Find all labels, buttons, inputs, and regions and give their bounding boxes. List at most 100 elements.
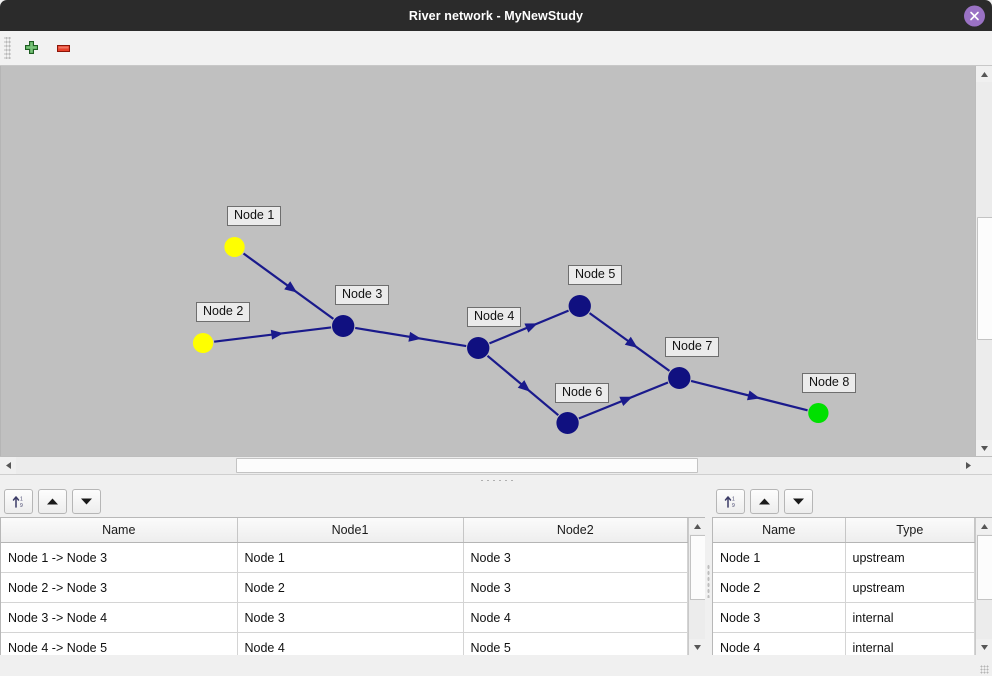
- graph-edge-arrow: [524, 323, 538, 333]
- graph-hscroll-thumb[interactable]: [236, 458, 698, 473]
- graph-node-label[interactable]: Node 7: [665, 337, 720, 358]
- window-title: River network - MyNewStudy: [408, 8, 584, 23]
- graph-node[interactable]: [332, 315, 355, 337]
- move-down-icon[interactable]: [784, 488, 813, 514]
- table-cell[interactable]: Node 3: [237, 602, 464, 633]
- horizontal-splitter[interactable]: [0, 474, 992, 485]
- scroll-down-icon[interactable]: [976, 440, 992, 456]
- river-network-graph[interactable]: Node 1 Node 2 Node 3 Node 4 Node 5 Node 6 Node…: [0, 66, 992, 456]
- table-cell[interactable]: Node 4 -> Node 5: [1, 632, 238, 655]
- column-header[interactable]: Type: [845, 518, 975, 543]
- reaches-vscroll-thumb[interactable]: [690, 535, 705, 600]
- vertical-splitter[interactable]: [705, 485, 712, 676]
- table-cell[interactable]: Node 5: [463, 632, 688, 655]
- graph-node[interactable]: [808, 403, 829, 423]
- table-cell[interactable]: Node 3: [713, 602, 846, 633]
- scroll-right-icon[interactable]: [960, 457, 976, 474]
- graph-node-label[interactable]: Node 5: [568, 265, 623, 286]
- table-cell[interactable]: internal: [845, 602, 975, 633]
- remove-node-icon[interactable]: [47, 33, 79, 63]
- column-header[interactable]: Node1: [237, 518, 464, 543]
- table-cell[interactable]: upstream: [845, 572, 975, 603]
- graph-node[interactable]: [467, 337, 490, 359]
- graph-edge-arrow: [619, 396, 633, 406]
- column-header[interactable]: Name: [1, 518, 238, 543]
- move-up-icon[interactable]: [38, 488, 67, 514]
- table-cell[interactable]: Node 2: [237, 572, 464, 603]
- graph-node-label[interactable]: Node 2: [196, 302, 251, 323]
- toolbar-drag-handle[interactable]: [4, 37, 11, 59]
- graph-node[interactable]: [568, 295, 591, 317]
- graph-hscroll-track[interactable]: [16, 457, 960, 474]
- nodes-vertical-scrollbar[interactable]: [975, 518, 992, 655]
- table-cell[interactable]: Node 4: [463, 602, 688, 633]
- splitter-grip: [479, 478, 513, 482]
- graph-node[interactable]: [556, 412, 579, 434]
- graph-node-label[interactable]: Node 1: [227, 206, 282, 227]
- column-header[interactable]: Node2: [463, 518, 688, 543]
- table-cell[interactable]: Node 4: [237, 632, 464, 655]
- sort-ascending-icon[interactable]: 1 9: [4, 488, 33, 514]
- graph-node-label[interactable]: Node 6: [555, 383, 610, 404]
- graph-node-label[interactable]: Node 4: [467, 307, 522, 328]
- table-cell[interactable]: Node 1 -> Node 3: [1, 542, 238, 573]
- graph-horizontal-scrollbar[interactable]: [0, 456, 992, 474]
- table-cell[interactable]: Node 2: [713, 572, 846, 603]
- move-up-icon[interactable]: [750, 488, 779, 514]
- move-down-icon[interactable]: [72, 488, 101, 514]
- graph-vertical-scrollbar[interactable]: [975, 66, 992, 456]
- graph-edge-arrow: [408, 331, 422, 342]
- table-cell[interactable]: Node 1: [237, 542, 464, 573]
- table-cell[interactable]: Node 3: [463, 572, 688, 603]
- main-toolbar: [0, 31, 992, 66]
- scroll-up-icon[interactable]: [689, 518, 705, 534]
- resize-grip[interactable]: [980, 665, 989, 674]
- add-node-icon[interactable]: [15, 33, 47, 63]
- table-cell[interactable]: Node 3: [463, 542, 688, 573]
- table-cell[interactable]: upstream: [845, 542, 975, 573]
- graph-node[interactable]: [668, 367, 691, 389]
- reaches-toolbar: 1 9: [0, 485, 705, 517]
- graph-edge-layer: [214, 252, 808, 420]
- sort-ascending-icon[interactable]: 1 9: [716, 488, 745, 514]
- table-cell[interactable]: Node 4: [713, 632, 846, 655]
- scroll-up-icon[interactable]: [976, 518, 992, 534]
- scroll-up-icon[interactable]: [976, 66, 992, 82]
- graph-node-layer[interactable]: [192, 237, 829, 434]
- close-icon[interactable]: [964, 5, 985, 26]
- table-cell[interactable]: internal: [845, 632, 975, 655]
- scroll-down-icon[interactable]: [689, 639, 705, 655]
- graph-node[interactable]: [224, 237, 245, 257]
- table-cell[interactable]: Node 2 -> Node 3: [1, 572, 238, 603]
- graph-node-label[interactable]: Node 8: [802, 373, 857, 394]
- nodes-vscroll-thumb[interactable]: [977, 535, 992, 600]
- scroll-down-icon[interactable]: [976, 639, 992, 655]
- graph-vscroll-thumb[interactable]: [977, 217, 992, 340]
- table-cell[interactable]: Node 3 -> Node 4: [1, 602, 238, 633]
- graph-node[interactable]: [192, 333, 214, 353]
- scroll-left-icon[interactable]: [0, 457, 16, 474]
- graph-canvas[interactable]: [1, 66, 992, 456]
- table-cell[interactable]: Node 1: [713, 542, 846, 573]
- column-header[interactable]: Name: [713, 518, 846, 543]
- reaches-vertical-scrollbar[interactable]: [688, 518, 705, 655]
- graph-node-label[interactable]: Node 3: [335, 285, 390, 306]
